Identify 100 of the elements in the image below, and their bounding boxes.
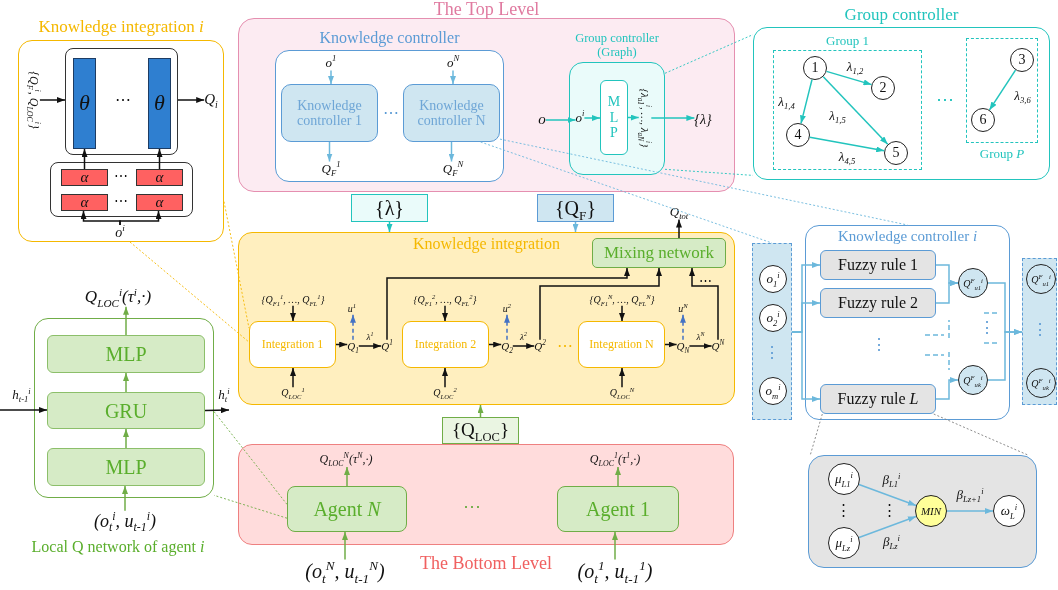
arrow <box>123 372 129 393</box>
arrow <box>612 531 618 561</box>
arrow <box>342 531 348 561</box>
panel-title: Knowledge integration i <box>38 16 204 39</box>
math-label: u$^{2}$ <box>502 303 512 315</box>
alpha-block: α <box>61 169 108 186</box>
arrow <box>156 148 163 170</box>
math-label: u$^{N}$ <box>678 303 688 315</box>
leader-line <box>213 494 288 519</box>
process-box: GRU <box>47 392 205 429</box>
dashed-arrow <box>680 314 686 341</box>
ellipsis-mark: ⋯ <box>114 194 128 210</box>
process-box: Integration N <box>578 321 665 368</box>
ellipsis-mark: ⋯ <box>383 104 399 122</box>
panel-title: Group 1 <box>826 32 869 50</box>
arrow <box>344 466 350 487</box>
arrow <box>119 210 162 226</box>
arrow <box>935 377 959 400</box>
arrow <box>689 267 719 341</box>
layer-frame <box>65 48 178 155</box>
arrow <box>539 267 662 341</box>
leader-line <box>129 241 250 343</box>
math-label: {Q$_{F1}$$^{N}$, …, Q$_{FL}$$^{N}$} <box>589 294 655 306</box>
panel-title: Group P <box>979 144 1025 163</box>
ellipsis-mark: ⋯ <box>557 337 573 355</box>
alpha-block: α <box>61 194 108 211</box>
panel-title: The Top Level <box>433 0 540 18</box>
edge-label: λ$_{1,2}$ <box>846 59 864 75</box>
arrow <box>123 306 129 336</box>
arrow <box>935 280 959 304</box>
math-label: Q$_{tot}$ <box>669 204 689 220</box>
arrow <box>81 148 88 170</box>
edge-label: λ$_{1,5}$ <box>829 108 846 123</box>
arrow <box>858 483 917 507</box>
arrow <box>177 97 205 103</box>
arrow <box>809 136 885 153</box>
edge-label: λ$^{1}$ <box>366 333 374 343</box>
math-label: u$^{1}$ <box>347 303 357 315</box>
arrow <box>448 141 455 163</box>
math-label: o$^{i}$ <box>575 110 585 126</box>
arrow <box>0 407 48 413</box>
edge-label: λ$_{3,6}$ <box>1014 88 1031 104</box>
math-label: Q$^{N}$ <box>711 339 725 353</box>
panel-title: The Bottom Level <box>420 551 552 575</box>
ellipsis-mark: ⋮ <box>881 501 897 519</box>
arrow <box>988 69 1017 111</box>
math-label: Q$_{LOC}$$^{N}$(τ$^{N}$,·) <box>319 453 373 467</box>
min-operator-circle: MIN <box>915 495 947 527</box>
arrow <box>386 221 393 233</box>
alpha-block: α <box>136 169 183 186</box>
arrow <box>326 141 333 163</box>
ellipsis-mark: ⋯ <box>698 273 712 289</box>
arrow <box>858 515 917 539</box>
arrow <box>627 114 640 121</box>
process-box: Fuzzy rule 2 <box>820 288 936 318</box>
dashed-arrow <box>350 314 356 341</box>
math-label: Q$^{1}$ <box>381 339 393 353</box>
arrow <box>987 329 1023 381</box>
arrow <box>328 69 334 85</box>
set-box: {Q$_{LOC}$} <box>442 417 519 444</box>
arrow <box>545 117 577 123</box>
arrow <box>358 343 382 349</box>
arrow <box>488 341 502 348</box>
set-box: {Q$_{F}$} <box>537 194 614 222</box>
math-label: o$^{1}$ <box>325 55 337 71</box>
arrow <box>512 343 535 349</box>
process-box: MLP <box>47 448 205 486</box>
ellipsis-mark: ⋯ <box>114 169 128 185</box>
math-label: Q$_{LOC}$$^{1}$(τ$^{1}$,·) <box>589 453 641 467</box>
dashed-arrow <box>504 314 510 341</box>
theta-bar: θ <box>148 58 171 149</box>
arrow <box>442 367 448 389</box>
math-label: Q$_{LOC}$$^{i}$(τ$^{i}$,·) <box>84 287 152 307</box>
rule-detail-frame <box>808 455 1037 568</box>
process-box: Agent N <box>287 486 407 532</box>
math-label: (o$_{t}$$^{N}$, u$_{t-1}$$^{N}$) <box>305 559 385 583</box>
edge-label: λ$^{2}$ <box>520 333 527 343</box>
arrow <box>791 331 821 402</box>
math-label: {Q$_{F1}$$^{1}$, …, Q$_{FL}$$^{1}$} <box>261 294 325 306</box>
arrow <box>619 367 625 389</box>
arrow <box>123 428 129 449</box>
ellipsis-mark: ⋮ <box>871 336 887 354</box>
arrow <box>822 75 889 146</box>
math-label: o$^{N}$ <box>446 55 460 71</box>
process-box: Integration 1 <box>249 321 336 368</box>
arrow <box>688 343 713 349</box>
math-label: {λ} <box>694 111 712 129</box>
arrow <box>572 221 579 233</box>
arrow <box>800 78 813 125</box>
math-label: (o$_{t}$$^{i}$, u$_{t-1}$$^{i}$) <box>93 510 157 532</box>
edge-label: λ$_{4,5}$ <box>838 149 856 165</box>
arrow <box>615 466 621 487</box>
arrow <box>335 341 348 348</box>
process-box: Mixing network <box>592 238 726 268</box>
output-column <box>1022 258 1057 405</box>
arrow <box>619 305 625 322</box>
panel-title: Knowledge controller i <box>837 228 978 246</box>
arrow <box>442 305 448 322</box>
process-box: Knowledge controller N <box>403 84 500 142</box>
math-label: (o$_{t}$$^{1}$, u$_{t-1}$$^{1}$) <box>577 559 653 583</box>
